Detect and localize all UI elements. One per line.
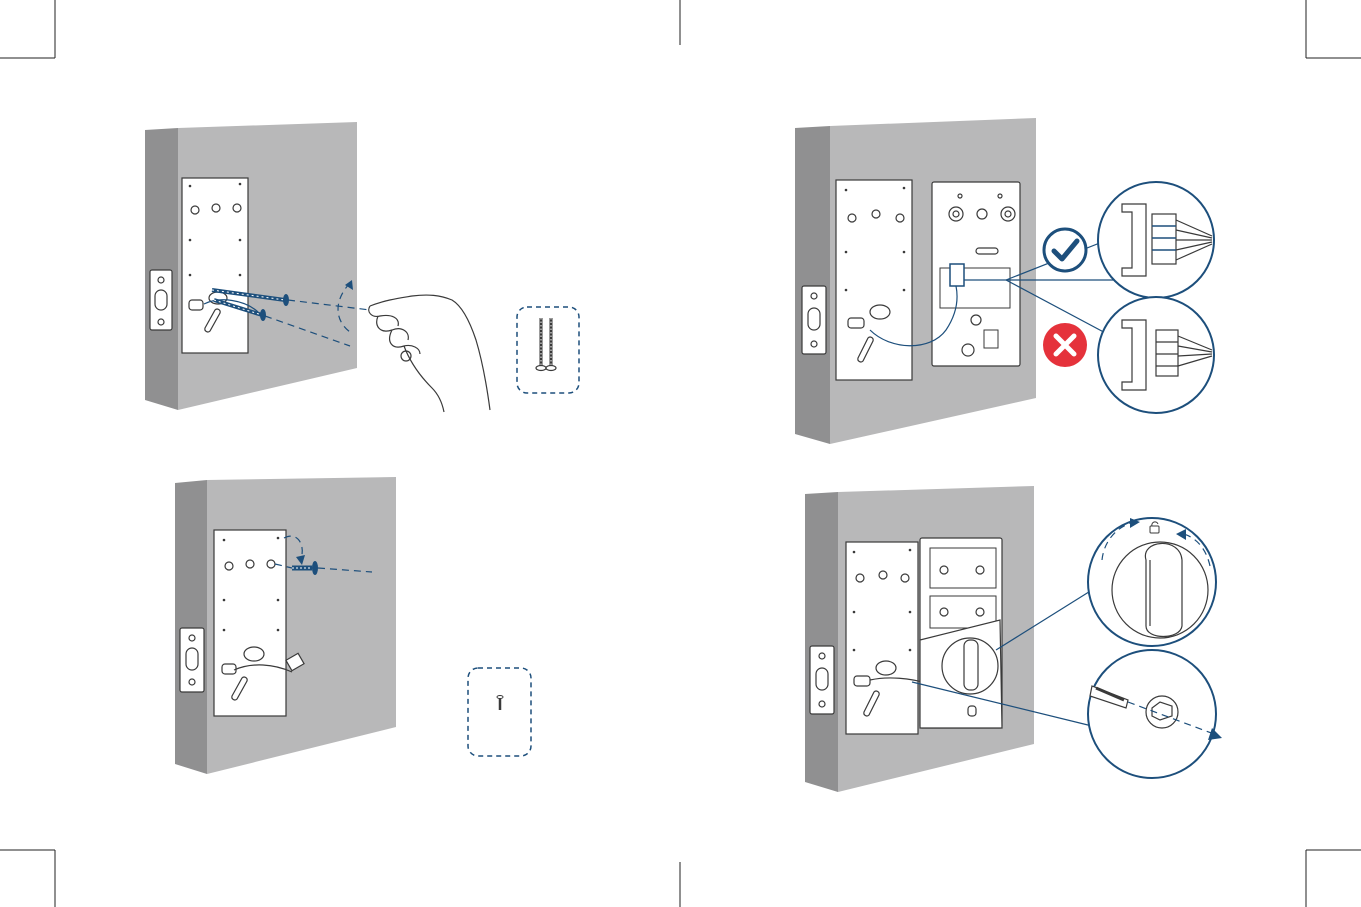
- step-3-connect-cable: [795, 118, 1214, 444]
- connector-wrong-detail: [1098, 297, 1214, 413]
- parts-box-long-screws: [517, 307, 579, 393]
- long-screw-part-icon: [546, 318, 556, 371]
- step-2-secure-plate-screw: [175, 477, 531, 774]
- thumb-turn-detail: [1088, 518, 1216, 646]
- short-screw-part-icon: [497, 696, 503, 711]
- check-circle-icon: [1044, 229, 1086, 271]
- mounting-plate: [214, 530, 286, 716]
- spindle-alignment-detail: [1088, 650, 1222, 778]
- connector-correct-detail: [1098, 182, 1214, 298]
- step-1-insert-long-screws: [145, 122, 579, 412]
- long-screw-part-icon: [536, 318, 546, 371]
- step-4-attach-interior-lock: [805, 486, 1222, 792]
- parts-box-short-screw: [468, 668, 531, 756]
- x-circle-icon: [1043, 323, 1087, 367]
- hand-illustration: [369, 295, 490, 412]
- thumb-turn: [942, 638, 998, 694]
